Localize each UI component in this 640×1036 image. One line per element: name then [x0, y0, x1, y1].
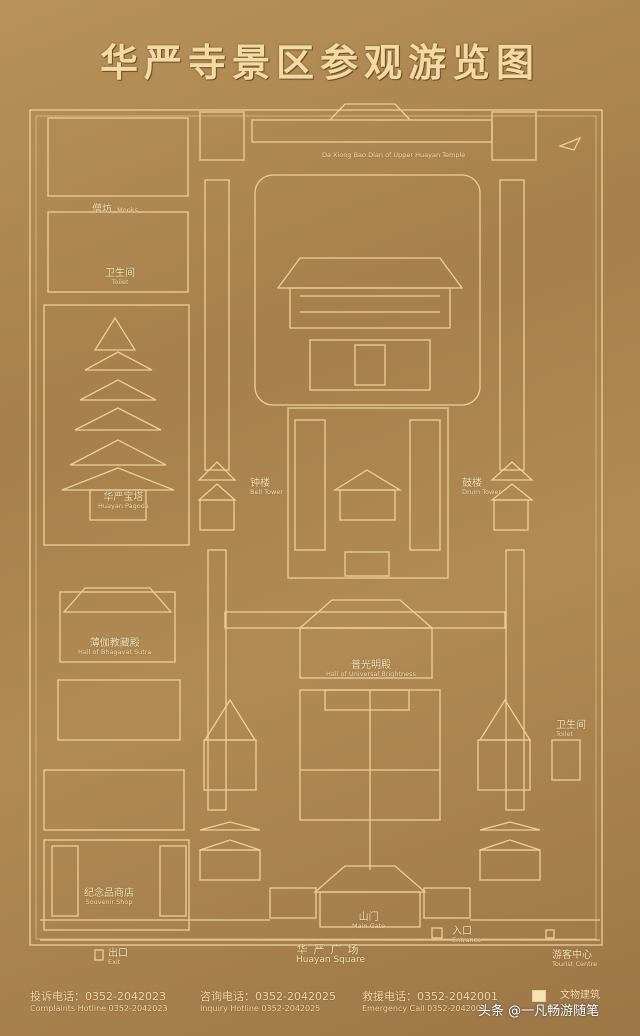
- souvenir-shop-label: 纪念品商店 Souvenir Shop: [84, 888, 134, 906]
- top-roof: [329, 103, 411, 121]
- bojia-court: [57, 679, 181, 741]
- east-long-hall: [505, 549, 525, 811]
- exit-label: 出口 Exit: [108, 948, 128, 966]
- bojia-hall-label: 薄伽教藏殿 Hall of Bhagavat Sutra: [78, 638, 152, 656]
- top-pavilion-right: [491, 111, 537, 161]
- complaints-hotline: 投诉电话：0352-2042023 Complaints Hotline 035…: [30, 990, 168, 1013]
- top-pavilion-left: [199, 111, 245, 161]
- top-hall-row: [251, 119, 493, 143]
- main-hall-english-label: Da Xiong Bao Dian of Upper Huayan Temple: [322, 151, 466, 159]
- inquiry-hotline: 咨询电话：0352-2042025 Inquiry Hotline 0352-2…: [200, 990, 336, 1013]
- middle-court: [287, 407, 449, 579]
- huayan-square-label: 华严广场 Huayan Square: [296, 943, 366, 966]
- monk-quarters-label: 僧坊 Monks: [92, 204, 138, 215]
- tourist-centre-label: 游客中心 Tourist Centre: [552, 950, 598, 968]
- toilet-right-label: 卫生间 Toilet: [556, 720, 586, 738]
- monk-quarters: [47, 117, 189, 197]
- cross-path: [224, 611, 506, 629]
- north-arrow: [557, 136, 582, 151]
- drum-tower-label: 鼓楼 Drum Tower: [462, 478, 502, 496]
- main-gate-label: 山门 Main Gate: [352, 912, 386, 930]
- puguang-roof: [298, 599, 434, 629]
- outer-wall: [29, 109, 603, 946]
- puguang-hall: [299, 627, 433, 679]
- legend-swatch: [532, 990, 546, 1002]
- west-yard: [43, 769, 185, 831]
- west-long-hall: [207, 549, 227, 811]
- east-corridor: [499, 179, 525, 471]
- pagoda-court: [43, 304, 190, 546]
- watermark: 头条 @一凡畅游随笔: [478, 1004, 600, 1019]
- main-hall-court: [254, 174, 481, 406]
- toilet-top-left-label: 卫生间 Toilet: [105, 268, 135, 286]
- shop-court: [43, 839, 190, 931]
- puguang-hall-label: 普光明殿 Hall of Universal Brightness: [326, 660, 416, 678]
- main-hall-platform: [309, 339, 431, 391]
- inner-wall: [35, 115, 597, 940]
- toilet-block-left: [47, 211, 189, 293]
- entrance-label: 入口 Entrance: [452, 926, 482, 944]
- bell-tower-label: 钟楼 Bell Tower: [250, 478, 283, 496]
- middle-hall-roof: [332, 469, 403, 491]
- pagoda-label: 华严宝塔 Huayan Pagoda: [98, 492, 149, 510]
- main-hall-roof: [276, 257, 464, 289]
- main-hall-body: [289, 287, 451, 329]
- toilet-right-building: [551, 739, 581, 781]
- west-corridor: [204, 179, 230, 471]
- map-title: 华严寺景区参观游览图: [99, 40, 540, 85]
- legend-label: 文物建筑: [560, 990, 600, 1001]
- rescue-hotline: 救援电话：0352-2042001 Emergency Call 0352-20…: [362, 990, 498, 1013]
- pagoda-spire: [93, 316, 137, 351]
- bojia-hall: [59, 591, 176, 663]
- pagoda-tiers: [61, 351, 175, 491]
- main-gate: [319, 891, 421, 928]
